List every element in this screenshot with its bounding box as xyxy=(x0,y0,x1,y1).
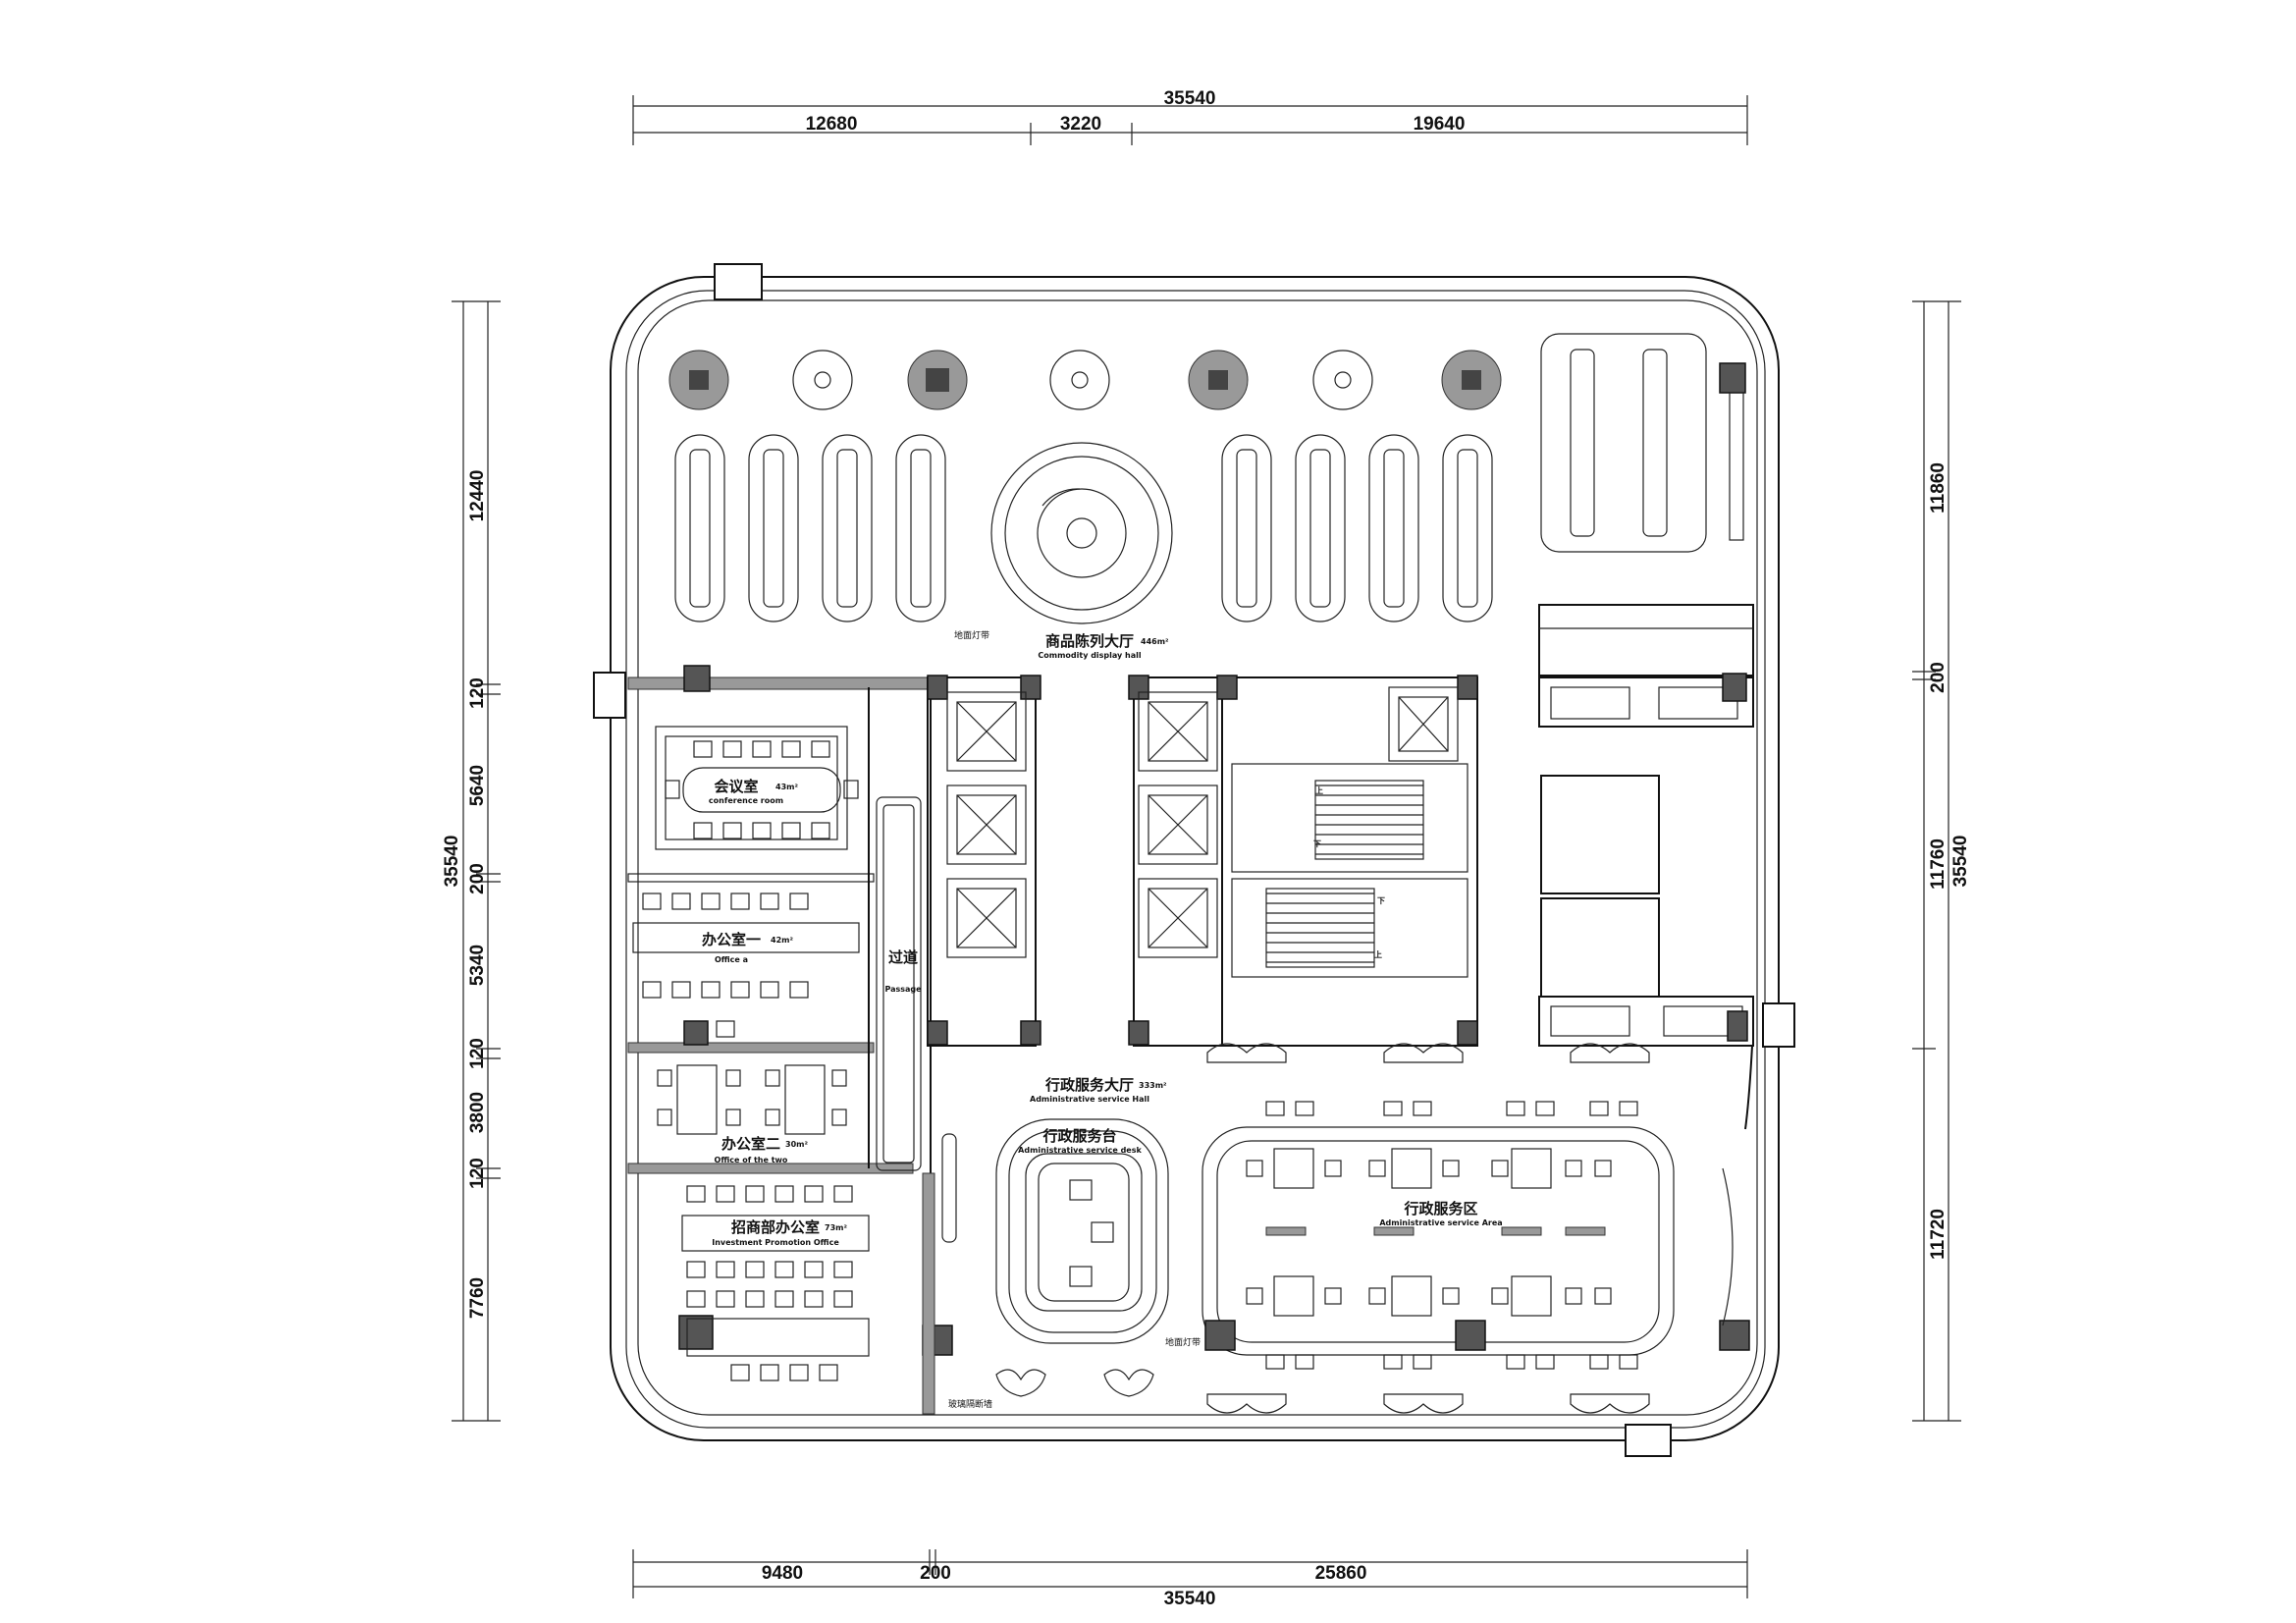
office-a: 办公室一 42m² Office a xyxy=(632,893,860,1038)
dim-left-seg-9: 7760 xyxy=(467,1277,488,1319)
dim-left-seg-1: 12440 xyxy=(467,470,488,522)
display-hall-round-columns xyxy=(668,350,1502,410)
investment-office-area: 73m² xyxy=(825,1223,847,1232)
service-area-name-en: Administrative service Area xyxy=(1379,1218,1502,1227)
dimension-right: 11860 200 11760 35540 11720 xyxy=(1912,300,1971,1422)
central-display-podium xyxy=(990,442,1173,624)
passage: 过道 Passage xyxy=(876,796,922,1171)
display-hall-label: 商品陈列大厅 446m² Commodity display hall 地面灯带 xyxy=(954,629,1169,660)
investment-office: 招商部办公室 73m² Investment Promotion Office xyxy=(681,1185,870,1381)
display-hall-area: 446m² xyxy=(1141,637,1169,646)
display-hall-name-zh: 商品陈列大厅 xyxy=(1045,632,1134,650)
dim-left-total: 35540 xyxy=(442,836,462,888)
passage-name-en: Passage xyxy=(884,985,922,994)
dim-bottom-seg-1: 9480 xyxy=(762,1563,803,1584)
dim-bottom-seg-3: 25860 xyxy=(1315,1563,1367,1584)
dim-right-seg-4: 11720 xyxy=(1928,1209,1949,1260)
stair-down-label-2: 下 xyxy=(1377,896,1385,905)
office-a-name-zh: 办公室一 xyxy=(702,931,761,948)
dimension-top: 35540 12680 3220 19640 xyxy=(632,88,1748,145)
admin-hall-name-zh: 行政服务大厅 xyxy=(1044,1076,1134,1094)
office-b-name-en: Office of the two xyxy=(715,1156,788,1164)
admin-hall-area: 333m² xyxy=(1139,1081,1167,1090)
glass-partition: 玻璃隔断墙 xyxy=(922,1172,992,1415)
service-desk-name-zh: 行政服务台 xyxy=(1041,1127,1116,1145)
dim-left-seg-8: 120 xyxy=(467,1158,488,1189)
investment-office-name-en: Investment Promotion Office xyxy=(712,1238,839,1247)
office-a-name-en: Office a xyxy=(715,955,748,964)
admin-hall-name-en: Administrative service Hall xyxy=(1030,1095,1149,1104)
dimension-left: 35540 12440 120 5640 200 5340 120 3800 1… xyxy=(442,300,501,1422)
office-b-area: 30m² xyxy=(785,1140,808,1149)
dim-left-seg-3: 5640 xyxy=(467,765,488,806)
conference-room-name-en: conference room xyxy=(709,796,783,805)
stair-up-label-1: 上 xyxy=(1315,785,1323,795)
elevator-shafts xyxy=(946,686,1459,958)
office-b: 办公室二 30m² Office of the two xyxy=(657,1064,847,1164)
office-a-area: 42m² xyxy=(771,936,793,945)
dim-left-seg-2: 120 xyxy=(467,677,488,709)
office-b-name-zh: 办公室二 xyxy=(721,1135,780,1153)
dim-top-seg-1: 12680 xyxy=(806,114,858,135)
elevator-core xyxy=(927,675,1478,1047)
passage-name-zh: 过道 xyxy=(888,948,918,966)
stair-up-label-2: 上 xyxy=(1374,949,1382,959)
conference-room-name-zh: 会议室 xyxy=(714,778,758,795)
dim-top-seg-2: 3220 xyxy=(1060,114,1101,135)
conference-room-area: 43m² xyxy=(775,783,798,791)
service-area: 行政服务区 Administrative service Area xyxy=(1201,1101,1675,1370)
service-area-name-zh: 行政服务区 xyxy=(1403,1200,1477,1217)
dim-left-seg-4: 200 xyxy=(467,863,488,894)
admin-hall-label: 行政服务大厅 333m² Administrative service Hall xyxy=(1030,1076,1167,1104)
investment-office-name-zh: 招商部办公室 xyxy=(731,1218,820,1236)
outer-wall xyxy=(593,263,1795,1457)
dim-right-seg-3: 11760 xyxy=(1928,839,1949,890)
conference-room: 会议室 43m² conference room xyxy=(655,726,859,850)
stair-down-label-1: 下 xyxy=(1313,839,1321,848)
dim-bottom-seg-2: 200 xyxy=(920,1563,951,1584)
left-office-walls xyxy=(627,665,932,1414)
display-hall-name-en: Commodity display hall xyxy=(1038,651,1142,660)
dim-left-seg-6: 120 xyxy=(467,1038,488,1069)
stairwells: 上 下 下 上 xyxy=(1231,763,1468,978)
dim-left-seg-7: 3800 xyxy=(467,1092,488,1133)
note-floor-light-2: 地面灯带 xyxy=(1165,1336,1201,1348)
dim-right-total: 35540 xyxy=(1950,836,1971,888)
right-upper-block xyxy=(1538,362,1754,728)
right-mid-rooms xyxy=(1538,775,1754,1130)
display-shelves xyxy=(674,333,1707,622)
note-floor-light-1: 地面灯带 xyxy=(954,629,989,641)
dim-right-seg-2: 200 xyxy=(1928,662,1949,693)
service-desk: 行政服务台 Administrative service desk 地面灯带 xyxy=(995,1118,1201,1348)
dimension-bottom: 9480 200 25860 35540 xyxy=(632,1549,1748,1609)
lounge-seating xyxy=(941,1043,1734,1414)
dim-left-seg-5: 5340 xyxy=(467,945,488,986)
note-glass-partition: 玻璃隔断墙 xyxy=(948,1398,992,1410)
dim-top-seg-3: 19640 xyxy=(1414,114,1466,135)
service-desk-name-en: Administrative service desk xyxy=(1018,1146,1142,1155)
dim-bottom-total: 35540 xyxy=(1164,1589,1216,1609)
dim-right-seg-1: 11860 xyxy=(1928,462,1949,514)
dim-top-total: 35540 xyxy=(1164,88,1216,109)
